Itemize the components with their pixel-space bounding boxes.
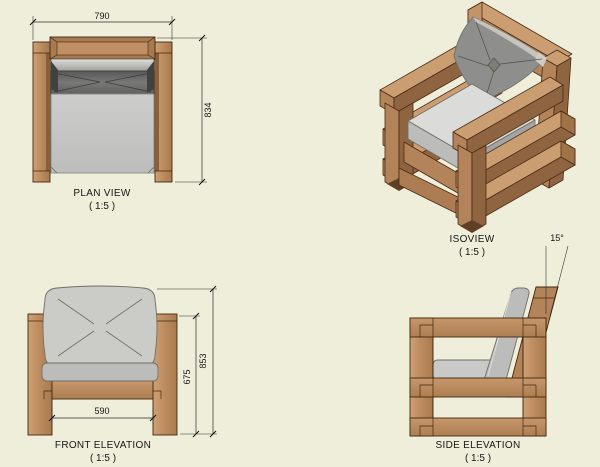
iso-right-back-post-top (542, 49, 572, 67)
side-dim-back-angle: 15° (545, 233, 569, 317)
side-post-joint-lines (432, 318, 524, 436)
side-dim-back-angle-text: 15° (550, 233, 564, 243)
front-seat-rail (51, 380, 154, 400)
front-back-cushion-creases (57, 298, 143, 357)
plan-seat-corner-creases (50, 166, 155, 174)
iso-view-scale: ( 1:5 ) (459, 247, 485, 258)
plan-back-cushion-right-fold (147, 61, 154, 93)
plan-view: 790 834 PLAN VIEW ( 1:5 ) (29, 11, 213, 212)
plan-back-cushion-roll (50, 58, 155, 72)
iso-right-front-post-side (471, 144, 487, 233)
plan-dim-depth-text: 834 (203, 102, 213, 117)
iso-right-front-post-front (457, 144, 473, 233)
plan-backrest-miters (49, 36, 156, 60)
plan-back-cushion-left-fold (51, 61, 58, 93)
front-dim-overall-height: 853 (157, 285, 217, 438)
iso-left-front-post-front (384, 102, 400, 191)
side-bottom-rail (409, 417, 547, 437)
plan-dim-width-text: 790 (94, 11, 109, 21)
plan-right-arm-joints (155, 52, 172, 172)
plan-seat-cushion (50, 93, 155, 174)
iso-right-botrail-back-end (560, 140, 576, 166)
plan-dim-depth: 834 (157, 34, 213, 186)
iso-view: ISOVIEW ( 1:5 ) (379, 1, 576, 258)
front-dim-inner-width-text: 590 (94, 406, 109, 416)
side-elevation-scale: ( 1:5 ) (465, 453, 491, 464)
iso-right-post-foot-shadow (460, 220, 484, 233)
front-elevation-scale: ( 1:5 ) (90, 453, 116, 464)
plan-view-title: PLAN VIEW (73, 188, 130, 199)
side-top-rail (409, 317, 547, 338)
front-dim-overall-height-text: 853 (198, 353, 208, 368)
front-dim-arm-height: 675 (179, 312, 200, 438)
side-mid-rail (409, 377, 547, 398)
iso-back-cushion-highlight (473, 17, 546, 62)
plan-right-arm-inner-shade (155, 53, 159, 171)
front-elevation: 590 675 853 FRONT ELEVATION ( 1:5 ) (27, 285, 217, 464)
plan-view-scale: ( 1:5 ) (89, 201, 115, 212)
iso-back-cushion-creases (457, 21, 543, 97)
plan-left-arm-joints (33, 52, 50, 172)
iso-back-cushion-button (487, 57, 501, 73)
plan-backrest-bar-face (56, 41, 149, 56)
iso-view-title: ISOVIEW (450, 234, 495, 245)
front-back-cushion (42, 285, 158, 369)
iso-right-midrail-back-end (560, 110, 576, 136)
plan-left-arm-inner-shade (46, 53, 50, 171)
front-dim-arm-height-text: 675 (182, 369, 192, 384)
plan-back-cushion (50, 70, 155, 95)
plan-dim-width: 790 (29, 11, 176, 40)
side-rail-notches (419, 324, 537, 436)
side-elevation: 15° SIDE ELEVATION ( 1:5 ) (409, 233, 569, 464)
front-dim-inner-width: 590 (48, 406, 157, 424)
front-rail-notches (43, 390, 162, 399)
front-seat-cushion (41, 362, 159, 382)
side-elevation-title: SIDE ELEVATION (436, 440, 521, 451)
front-elevation-title: FRONT ELEVATION (55, 440, 151, 451)
plan-back-cushion-creases (53, 72, 152, 93)
